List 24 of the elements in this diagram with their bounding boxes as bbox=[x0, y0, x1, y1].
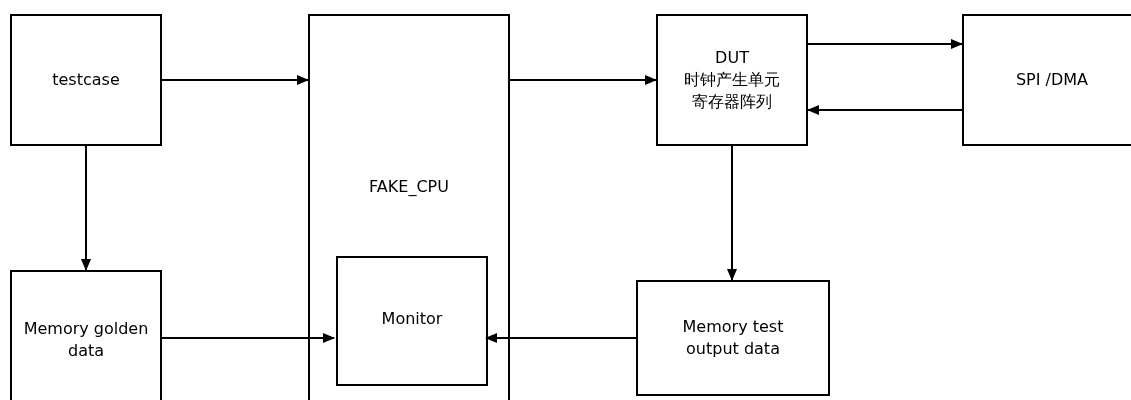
node-label: DUT bbox=[714, 47, 750, 69]
node-label: SPI /DMA bbox=[1014, 69, 1090, 91]
process-box bbox=[656, 14, 808, 146]
node-label: testcase bbox=[51, 69, 121, 91]
arrow bbox=[81, 145, 91, 271]
node-label: FAKE_CPU bbox=[368, 176, 450, 198]
node-label: Memory test output data bbox=[681, 316, 785, 360]
node-label: Memory golden data bbox=[22, 318, 150, 362]
process-box bbox=[10, 14, 162, 146]
node-label: 寄存器阵列 bbox=[691, 91, 773, 113]
process-box bbox=[962, 14, 1131, 146]
memory-box bbox=[636, 280, 830, 396]
process-box bbox=[336, 256, 488, 386]
node-label: Monitor bbox=[380, 308, 444, 330]
arrow bbox=[161, 333, 335, 343]
arrow bbox=[485, 333, 637, 343]
node-label: 时钟产生单元 bbox=[683, 69, 781, 91]
container-box bbox=[308, 14, 510, 400]
arrow bbox=[509, 75, 657, 85]
arrow bbox=[727, 145, 737, 281]
arrow bbox=[807, 105, 963, 115]
memory-box bbox=[10, 270, 162, 400]
arrow bbox=[807, 39, 963, 49]
arrow bbox=[161, 75, 309, 85]
